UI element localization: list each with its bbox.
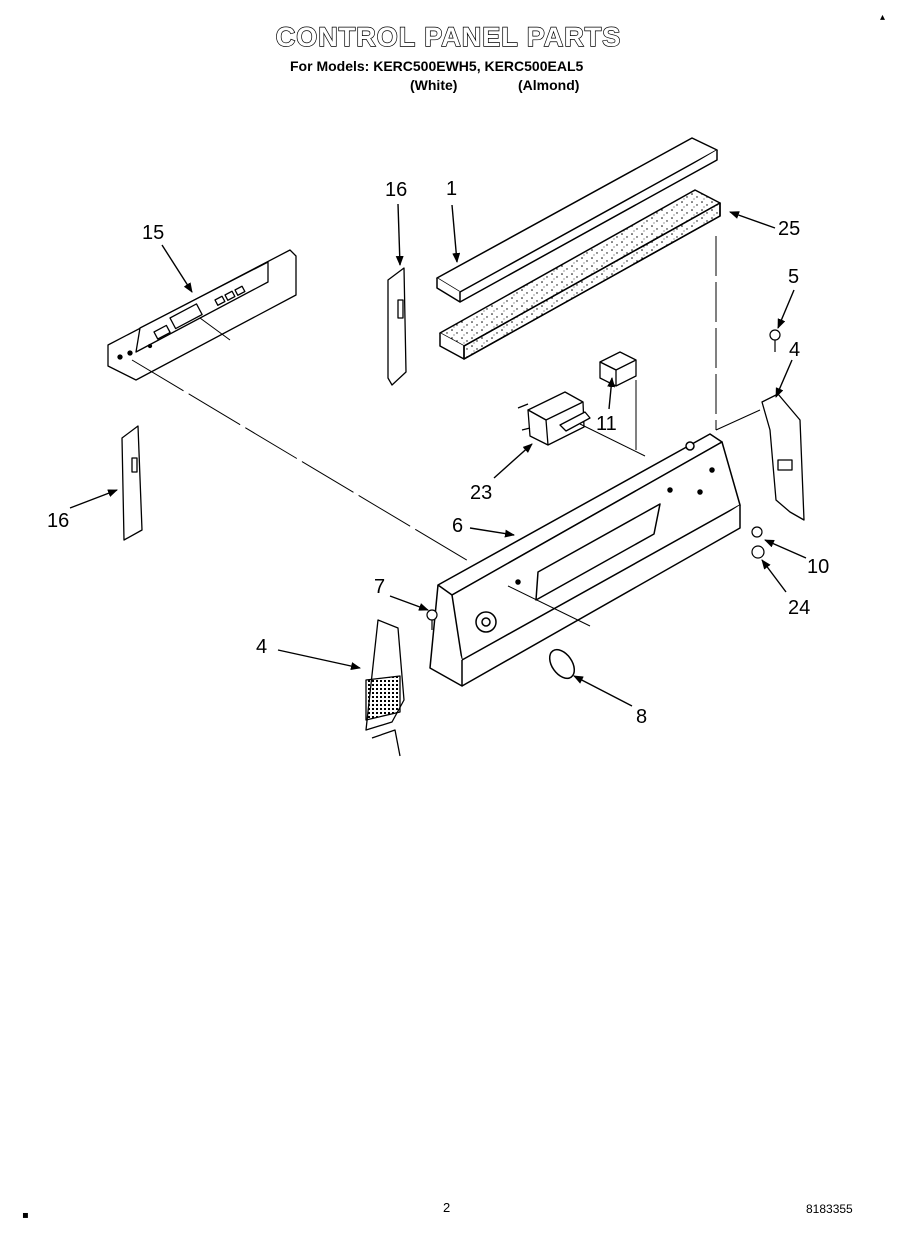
fastener-parts <box>426 329 781 630</box>
callout-label: 10 <box>807 556 829 578</box>
variant-almond-label: (Almond) <box>518 77 580 93</box>
control-panel-body-part <box>429 433 741 687</box>
insulation-strip-part <box>439 189 721 360</box>
callout-label: 1 <box>446 178 457 200</box>
corner-registration-mark: ▪ <box>22 1210 29 1221</box>
knob-part <box>548 648 576 680</box>
document-number: 8183355 <box>806 1202 853 1216</box>
callout-label: 24 <box>788 597 810 619</box>
variant-white-label: (White) <box>410 77 458 93</box>
callout-label: 4 <box>789 339 800 361</box>
callout-label: 16 <box>47 510 69 532</box>
end-cover-left-part <box>365 619 405 757</box>
end-bracket-right-part <box>761 393 805 521</box>
corner-registration-mark: ▴ <box>880 12 886 23</box>
trim-strip-part <box>436 137 718 303</box>
callout-label: 11 <box>596 413 617 435</box>
end-cap-lower-part <box>121 425 143 541</box>
page-number: 2 <box>443 1200 451 1215</box>
end-cap-upper-part <box>387 267 407 386</box>
page-title: CONTROL PANEL PARTS <box>275 21 622 52</box>
callout-label: 23 <box>470 482 492 504</box>
callout-label: 25 <box>778 218 800 240</box>
models-line: For Models: KERC500EWH5, KERC500EAL5 <box>290 58 584 74</box>
relay-part <box>599 351 637 387</box>
callout-label: 4 <box>256 636 267 658</box>
assembly-lines <box>131 236 761 627</box>
switch-part <box>517 391 591 446</box>
callout-label: 8 <box>636 706 647 728</box>
callout-label: 6 <box>452 515 463 537</box>
callout-label: 16 <box>385 179 407 201</box>
callout-label: 7 <box>374 576 385 598</box>
control-board-part <box>107 249 297 381</box>
callout-label: 15 <box>142 222 164 244</box>
callout-label: 5 <box>788 266 799 288</box>
callout-arrows <box>69 203 807 707</box>
